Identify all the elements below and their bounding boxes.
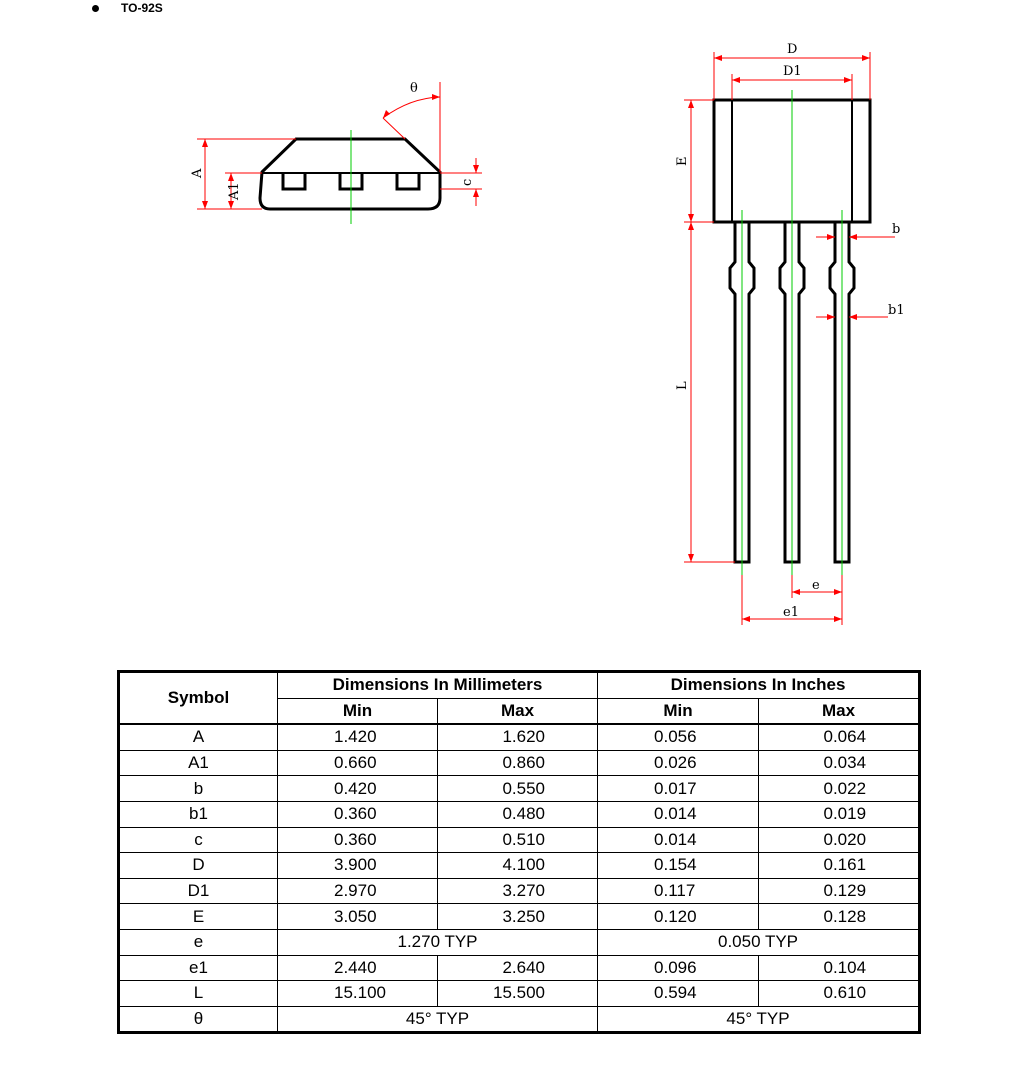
side-view-lead-1 [281,174,307,191]
dimensions-table: Symbol Dimensions In Millimeters Dimensi… [117,670,922,1035]
label-b1: b1 [888,303,905,318]
label-A: A [190,168,205,179]
label-e1: e1 [783,605,799,620]
in-max-header: Max [758,697,921,726]
label-L: L [675,381,690,390]
table-subheader-row: Min Max Min Max [119,697,921,726]
in-header: Dimensions In Inches [597,671,921,699]
package-heading: TO-92S [92,0,163,16]
table-header-row: Symbol Dimensions In Millimeters Dimensi… [118,671,921,726]
label-D: D [787,42,797,57]
mm-min-header: Min [277,697,438,726]
side-view-lead-3 [395,174,421,191]
package-drawing: A A1 c θ [190,42,905,625]
label-e: e [812,578,820,593]
label-D1: D1 [783,64,802,79]
label-theta: θ [410,81,418,96]
label-E: E [675,157,690,167]
label-b: b [892,222,900,237]
bullet-icon [92,4,99,12]
in-min-header: Min [597,697,760,726]
package-name: TO-92S [121,1,163,15]
mm-header: Dimensions In Millimeters [276,671,599,699]
front-view: D D1 E L b b1 e e1 [675,42,905,625]
label-c: c [460,179,475,186]
label-A1: A1 [227,182,242,201]
side-view-body-outline [258,137,442,211]
mm-max-header: Max [436,697,599,726]
symbol-header: Symbol [118,671,278,726]
side-view: A A1 c θ [190,81,482,224]
